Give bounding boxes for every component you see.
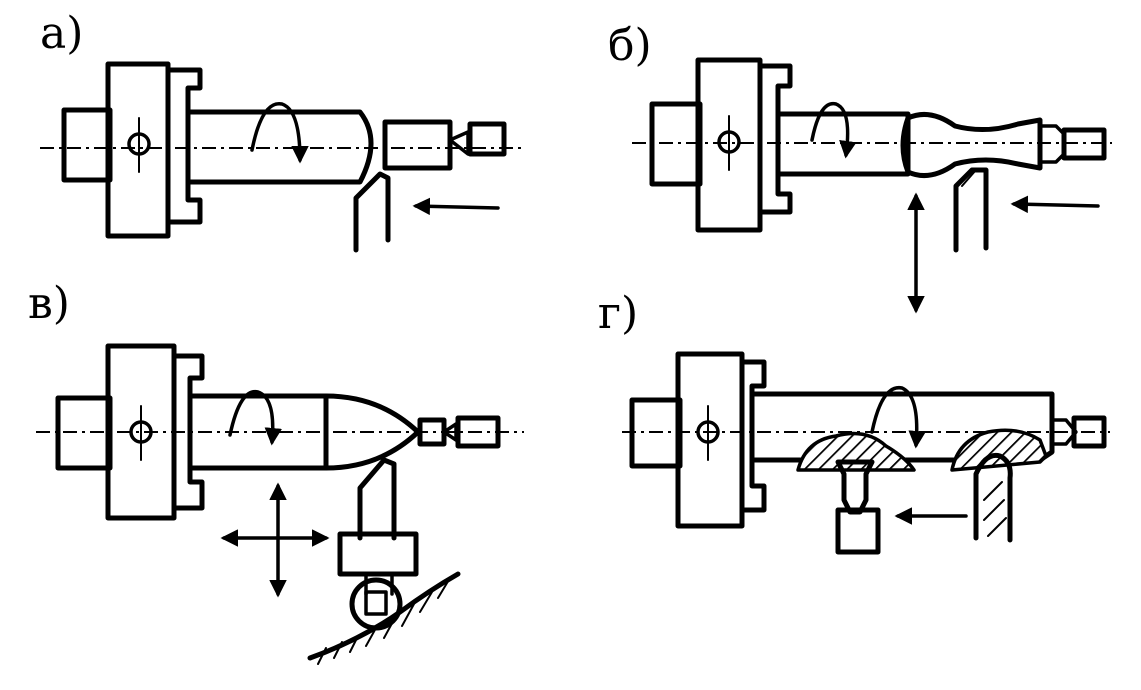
workpiece-contour: [900, 111, 1043, 179]
cutting-tool: [953, 167, 989, 253]
panel-g: г): [598, 288, 1110, 555]
tailstock-center: [1050, 418, 1078, 446]
spindle-shaft: [61, 107, 113, 183]
rotation-arrow-icon: [228, 390, 282, 446]
workpiece-end: [382, 119, 453, 171]
chuck-jaws: [165, 67, 203, 225]
panel-a-label: а): [40, 8, 83, 59]
rotation-arrow-icon: [870, 386, 926, 449]
cutting-tool: [973, 452, 1013, 543]
feed-arrow-icon: [1010, 195, 1100, 214]
panel-g-label: г): [598, 288, 638, 339]
tool-hatching: [983, 481, 1007, 537]
shaped-profile-right: [950, 428, 1048, 472]
copy-template: [307, 571, 461, 661]
panel-b: б): [608, 20, 1112, 314]
workpiece-cylinder: [185, 109, 374, 185]
workpiece-cylinder: [187, 393, 329, 471]
chuck-jaws: [757, 63, 793, 215]
tailstock: [1071, 415, 1107, 449]
panel-b-label: б): [608, 20, 652, 71]
cutting-tool: [353, 171, 391, 253]
panel-a: а): [40, 8, 522, 253]
chuck-jaws: [171, 353, 205, 511]
rotation-arrow-icon: [250, 102, 309, 164]
workpiece-cylinder: [775, 111, 911, 177]
shaped-tool-block: [835, 507, 881, 555]
chuck-jaws: [739, 359, 767, 513]
panel-v: в): [28, 278, 524, 665]
copying-slide: [337, 531, 419, 577]
panel-v-label: в): [28, 278, 70, 329]
cutting-tool: [357, 457, 397, 541]
shaped-profile-left: [796, 431, 916, 472]
tailstock: [455, 415, 501, 449]
rotation-arrow-icon: [810, 101, 857, 159]
chuck-faceplate: [675, 351, 745, 529]
tailstock-center: [448, 130, 470, 156]
tailstock: [467, 121, 507, 157]
tailstock: [1061, 127, 1107, 161]
template-hatching: [317, 577, 451, 665]
feed-arrow-icon: [412, 197, 500, 216]
